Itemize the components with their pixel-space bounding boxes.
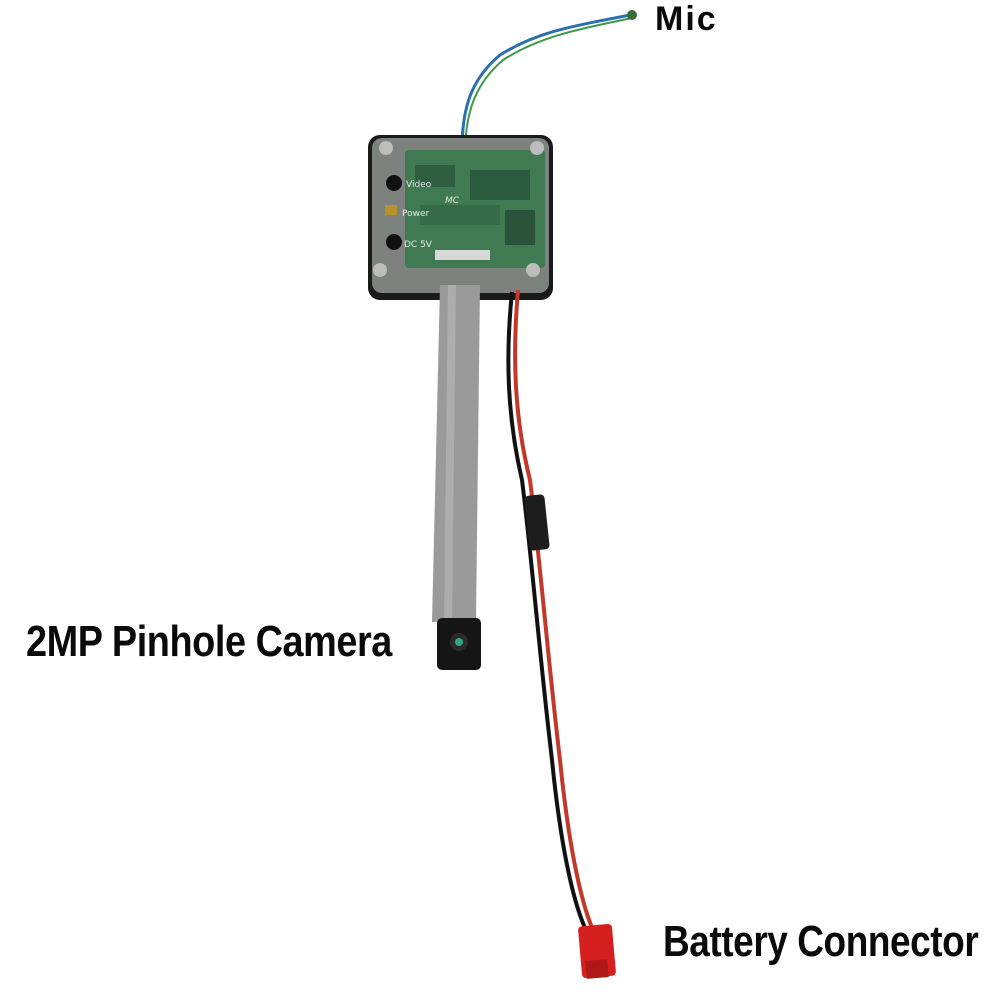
camera-label: 2MP Pinhole Camera	[26, 617, 392, 666]
battery-wires	[506, 289, 595, 931]
mic-wire	[460, 10, 637, 151]
heat-shrink	[524, 494, 550, 551]
screw	[379, 141, 393, 155]
dc-port	[386, 234, 402, 250]
screw	[526, 263, 540, 277]
mic-label: Mic	[655, 0, 718, 38]
camera-lens	[455, 638, 463, 646]
screw	[530, 141, 544, 155]
power-led	[385, 205, 397, 215]
video-port-label: Video	[406, 180, 432, 190]
power-port-label: Power	[402, 209, 430, 219]
pinhole-camera	[437, 618, 481, 670]
board-logo: MC	[445, 196, 460, 206]
battery-connector	[578, 923, 616, 979]
dc-port-label: DC 5V	[404, 240, 433, 250]
ribbon-socket	[435, 250, 490, 260]
ribbon-cable	[432, 285, 480, 622]
video-port	[386, 175, 402, 191]
dvr-module: MC Video Power DC 5V	[368, 135, 553, 300]
screw	[373, 263, 387, 277]
mic-element	[627, 10, 637, 20]
battery-connector-label: Battery Connector	[663, 917, 979, 966]
